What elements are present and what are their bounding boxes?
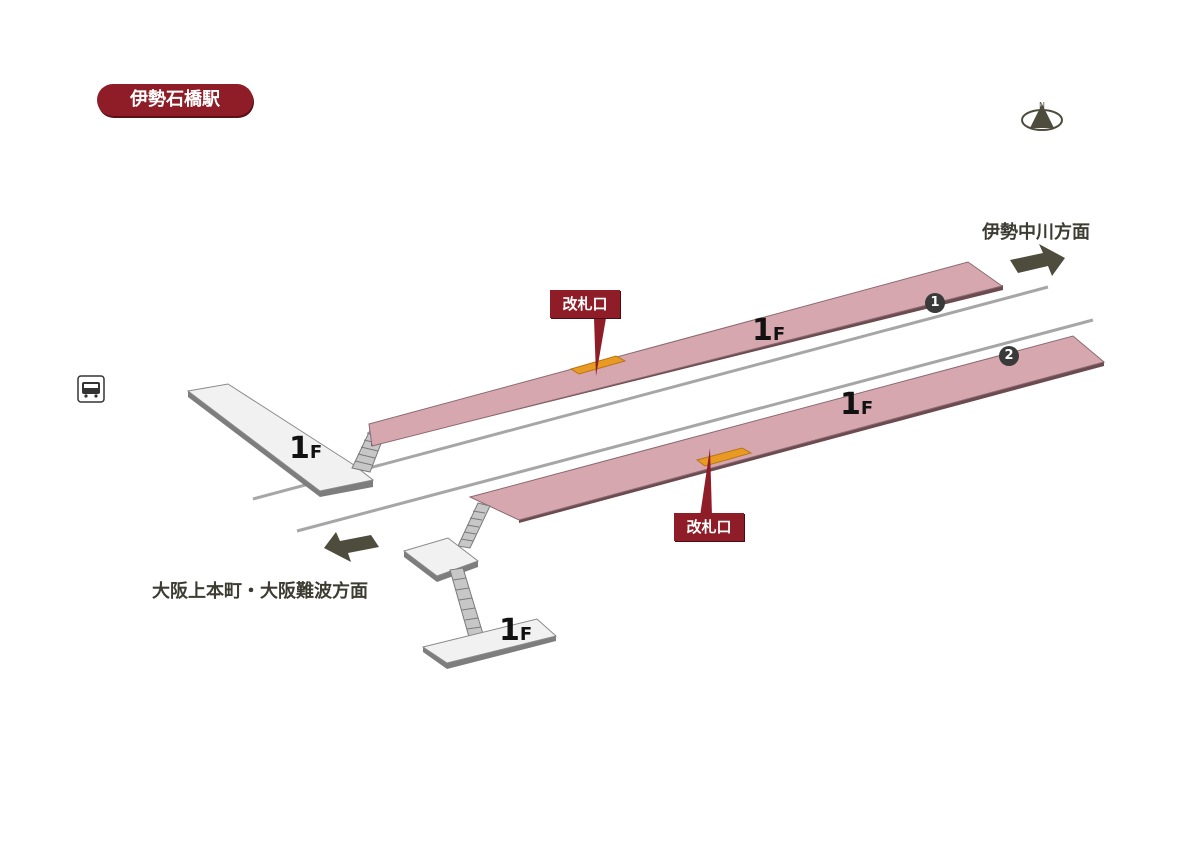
arrow-southwest [324, 532, 379, 562]
floor-number: 1 [752, 313, 773, 348]
entrance-left-shadow [188, 391, 373, 497]
platform-1-floor [368, 261, 1004, 447]
entrance-bottom-floor [421, 618, 558, 664]
floor-label-entrance-bottom: 1F [499, 616, 532, 646]
entrance-left-floor [186, 383, 375, 492]
platform-number-2: 2 [999, 346, 1019, 366]
stairs-bottom [449, 567, 484, 638]
bus-stop-icon [77, 375, 105, 403]
track-line-1 [252, 285, 1049, 501]
direction-label-northeast: 伊勢中川方面 [982, 222, 1090, 243]
ticket-gate-label-2: 改札口 [674, 513, 744, 541]
platform-number-1: 1 [925, 293, 945, 313]
ticket-gate-label-1: 改札口 [550, 290, 620, 318]
floor-number: 1 [840, 387, 861, 422]
gate-pointer-1 [594, 318, 606, 376]
ticket-gate-1 [569, 355, 627, 375]
floor-unit: F [309, 442, 323, 463]
landing-floor [402, 537, 480, 577]
track-line-2 [296, 318, 1094, 533]
platform-2-floor [468, 335, 1106, 521]
floor-label-entrance-left: 1F [289, 434, 322, 464]
floor-number: 1 [499, 613, 520, 648]
ticket-gate-2 [695, 447, 753, 467]
gate-pointer-2 [700, 448, 712, 516]
direction-label-southwest: 大阪上本町・大阪難波方面 [152, 581, 368, 602]
floor-unit: F [519, 624, 533, 645]
arrow-northeast [1010, 244, 1065, 276]
svg-text:N: N [1039, 101, 1045, 110]
station-name-badge: 伊勢石橋駅 [97, 84, 253, 116]
north-compass-icon: N [1021, 101, 1063, 131]
floor-label-platform-2: 1F [840, 390, 873, 420]
floor-unit: F [772, 324, 786, 345]
floor-unit: F [860, 398, 874, 419]
floor-label-platform-1: 1F [752, 316, 785, 346]
stairs-platform-2 [457, 502, 491, 549]
floor-number: 1 [289, 431, 310, 466]
